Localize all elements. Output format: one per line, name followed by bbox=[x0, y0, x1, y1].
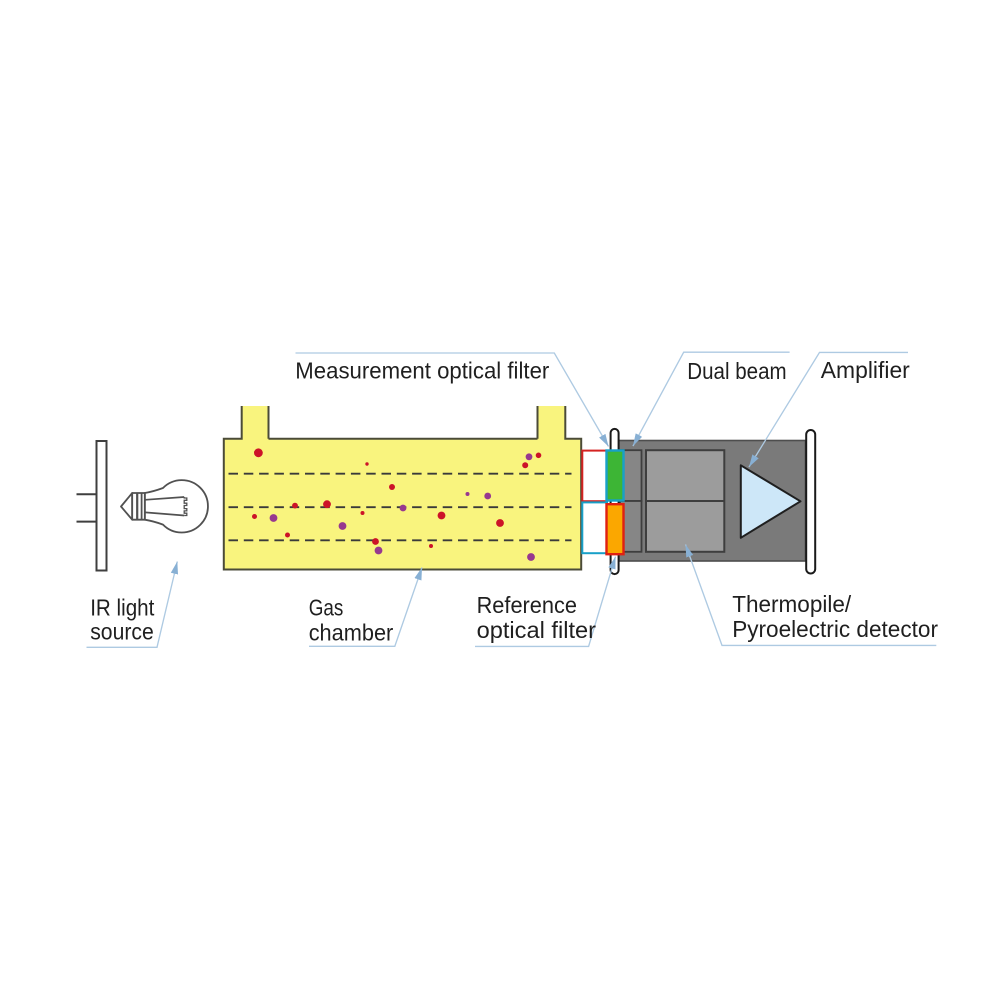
svg-text:Measurement optical filter: Measurement optical filter bbox=[295, 357, 549, 383]
svg-text:Reference: Reference bbox=[477, 592, 577, 618]
svg-text:Pyroelectric detector: Pyroelectric detector bbox=[732, 616, 938, 642]
svg-text:Thermopile/: Thermopile/ bbox=[732, 591, 851, 617]
svg-text:Amplifier: Amplifier bbox=[821, 357, 910, 383]
svg-text:IR light: IR light bbox=[90, 594, 155, 620]
svg-text:Dual beam: Dual beam bbox=[687, 358, 786, 384]
svg-text:optical filter: optical filter bbox=[477, 617, 597, 643]
svg-text:source: source bbox=[90, 619, 154, 645]
svg-text:chamber: chamber bbox=[309, 619, 394, 645]
svg-text:Gas: Gas bbox=[309, 595, 344, 621]
